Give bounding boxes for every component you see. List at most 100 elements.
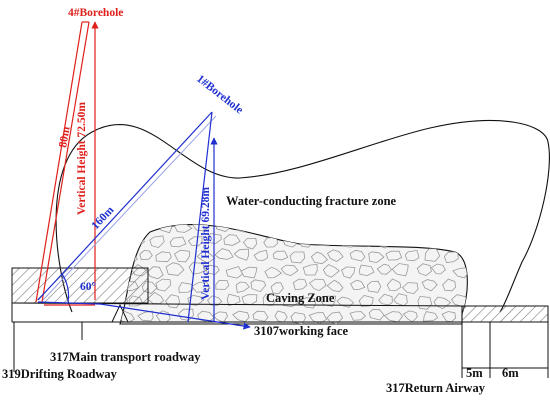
rubble-rock xyxy=(270,282,284,295)
rubble-rock xyxy=(289,251,306,264)
borehole-4-length: 80m xyxy=(57,125,73,148)
rubble-rock xyxy=(442,224,460,229)
rubble-rock xyxy=(416,263,432,277)
borehole-1-name: 1#Borehole xyxy=(194,73,245,117)
rubble-rock xyxy=(187,294,205,306)
rubble-rock xyxy=(324,224,342,234)
rubble-rock xyxy=(368,251,385,263)
rubble-rock xyxy=(430,263,446,275)
rubble-rock xyxy=(282,296,299,308)
rubble-rock xyxy=(358,294,374,307)
rubble-rock xyxy=(403,224,422,233)
rubble-rock xyxy=(308,312,328,324)
rubble-rock xyxy=(214,248,234,260)
rubble-rock xyxy=(165,262,185,276)
rubble-rock xyxy=(307,224,328,234)
rubble-rock xyxy=(205,264,220,275)
rubble-rock xyxy=(272,250,289,261)
rubble-rock xyxy=(326,311,344,324)
rubble-rock xyxy=(378,293,393,306)
rubble-rock xyxy=(169,236,187,248)
rubble-rock xyxy=(300,297,316,309)
rubble-rock xyxy=(252,224,271,232)
rubble-rock xyxy=(139,249,153,261)
rubble-rock xyxy=(120,224,135,233)
borehole-4-name: 4#Borehole xyxy=(68,7,123,19)
rubble-rock xyxy=(421,279,438,292)
rubble-rock xyxy=(326,249,344,262)
rubble-rock xyxy=(386,224,402,231)
rubble-rock xyxy=(149,235,165,249)
rubble-rock xyxy=(290,312,306,324)
borehole-1-length: 160m xyxy=(89,204,116,232)
fracture-zone-label: Water-conducting fracture zone xyxy=(226,194,397,208)
rubble-rock xyxy=(215,280,230,290)
rubble-rock xyxy=(225,266,244,279)
borehole-4 xyxy=(35,21,99,306)
rubble-rock xyxy=(404,249,420,262)
rubble-rock xyxy=(137,310,154,322)
rubble-rock xyxy=(358,234,375,247)
rubble-rock xyxy=(173,249,191,263)
rubble-rock xyxy=(366,280,382,293)
rubble-rock xyxy=(442,278,457,292)
rubble-rock xyxy=(196,249,216,264)
dimension-6m: 6m xyxy=(502,366,519,380)
rubble-rock xyxy=(452,267,468,279)
rubble-rock xyxy=(318,295,337,307)
rubble-rock xyxy=(120,235,131,249)
rubble-rock xyxy=(302,263,318,276)
rubble-rock xyxy=(349,311,366,321)
borehole-1 xyxy=(37,111,251,330)
drifting-roadway-label: 319Drifting Roadway xyxy=(2,367,118,381)
rubble-rock xyxy=(240,266,258,279)
working-face-label: 3107working face xyxy=(254,324,349,338)
caving-zone-rubble xyxy=(119,224,468,325)
rubble-rock xyxy=(253,249,269,261)
rubble-rock xyxy=(173,224,193,233)
rubble-rock xyxy=(368,309,385,321)
rubble-rock xyxy=(187,236,203,247)
return-airway-label: 317Return Airway xyxy=(386,381,486,395)
rubble-rock xyxy=(292,278,308,291)
rubble-rock xyxy=(262,293,278,307)
borehole-4-vertical-height: Vertical Height 72.50m xyxy=(76,102,88,215)
rubble-rock xyxy=(340,266,356,279)
rubble-rock xyxy=(386,278,402,292)
rubble-rock xyxy=(349,249,366,262)
rubble-rock xyxy=(326,279,344,293)
dimension-5m: 5m xyxy=(466,366,483,380)
rubble-rock xyxy=(358,264,375,277)
rubble-rock xyxy=(394,234,412,246)
rubble-rock xyxy=(242,237,258,250)
rubble-rock xyxy=(271,224,285,232)
rubble-rock xyxy=(308,278,327,292)
caving-zone-label: Caving Zone xyxy=(266,291,335,305)
rubble-rock xyxy=(310,251,328,265)
rubble-rock xyxy=(178,282,195,293)
rubble-rock xyxy=(233,248,250,261)
rubble-rock xyxy=(250,279,267,293)
rubble-rock xyxy=(453,232,468,247)
rubble-rock xyxy=(264,266,283,279)
borehole-1-angle: 60° xyxy=(80,281,97,293)
rubble-rock xyxy=(191,224,211,232)
main-transport-label: 317Main transport roadway xyxy=(50,350,201,364)
rubble-rock xyxy=(136,224,154,231)
rubble-rock xyxy=(223,234,241,246)
rubble-rock xyxy=(155,251,172,263)
rubble-rock xyxy=(155,278,171,292)
rubble-rock xyxy=(290,224,304,230)
rubble-rock xyxy=(315,234,333,247)
rubble-rock xyxy=(368,224,385,234)
rubble-rock xyxy=(280,264,299,277)
rubble-rock xyxy=(385,250,403,261)
rubble-rock xyxy=(391,263,409,277)
rubble-rock xyxy=(423,311,439,322)
rubble-rock xyxy=(376,263,393,275)
borehole-1-vertical-height: Vertical Height 69.28m xyxy=(200,187,212,300)
rubble-rock xyxy=(322,264,340,278)
roadway-markers xyxy=(13,303,549,378)
rubble-rock xyxy=(401,282,419,295)
fracture-zone-outline xyxy=(55,119,550,313)
